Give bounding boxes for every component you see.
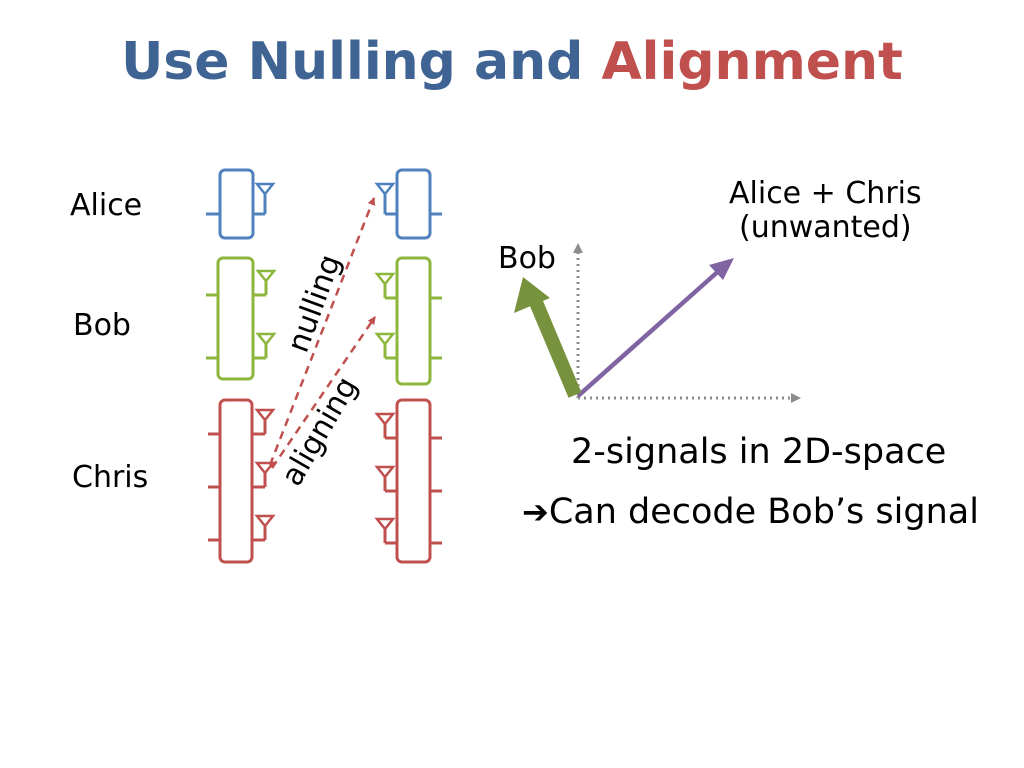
vector-bob-label: Bob [498,241,556,276]
antenna-icon [254,182,276,197]
bob-label: Bob [73,308,131,343]
antenna-icon [374,332,396,347]
aligning-arrow [270,316,377,469]
chris-receiver [374,398,442,564]
right-arrow-icon: ➔ [522,493,549,531]
unwanted-label-line-2: (unwanted) [739,210,912,245]
unwanted-vector-head [709,258,734,280]
chris-transmitter [208,398,276,564]
slide-title: Use Nulling and Alignment [0,32,1024,92]
unwanted-vector-arrow [576,266,724,398]
vector-caption: 2-signals in 2D-space [571,432,947,472]
nulling-arrow [268,197,376,466]
bob-vector-head [514,277,550,313]
antenna-icon [374,182,396,197]
antenna-icon [255,332,277,347]
bob-transmitter [206,256,277,381]
chris-label: Chris [72,460,149,495]
antenna-icon [254,408,276,423]
antenna-icon [255,269,277,284]
conclusion-line: ➔Can decode Bob’s signal [522,492,979,532]
title-part-2: Alignment [601,32,903,92]
alice-label: Alice [70,188,143,223]
bob-vector-arrow [528,297,582,398]
antenna-icon [374,465,396,480]
antenna-icon [254,514,276,529]
antenna-icon [374,272,396,287]
antenna-icon [254,461,276,476]
unwanted-label-line-1: Alice + Chris [729,176,922,211]
antenna-icon [374,517,396,532]
title-part-1: Use Nulling and [121,32,584,92]
bob-receiver [374,256,442,386]
conclusion-text: Can decode Bob’s signal [548,492,979,532]
antenna-icon [374,412,396,427]
alice-receiver [374,168,442,240]
alice-transmitter [206,168,276,240]
